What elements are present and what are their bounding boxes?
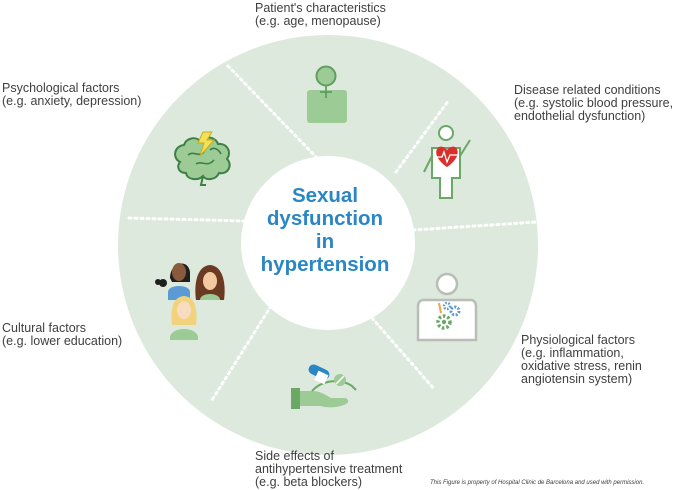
factor-title: Physiological factors — [521, 333, 635, 347]
ring-dividers — [125, 64, 539, 402]
center-title-line: in — [315, 230, 335, 253]
factor-example: oxidative stress, renin — [521, 359, 642, 373]
person-icon — [307, 65, 347, 123]
factor-title: Psychological factors — [2, 81, 120, 95]
factor-example: (e.g. systolic blood pressure, — [514, 96, 674, 110]
factor-example: (e.g. age, menopause) — [255, 14, 381, 28]
factor-example: (e.g. beta blockers) — [255, 475, 362, 489]
factor-example: endothelial dysfunction) — [514, 109, 646, 123]
pills-hand-icon — [291, 364, 357, 409]
factor-example: (e.g. lower education) — [2, 334, 123, 348]
label-cultural-factors: Cultural factors (e.g. lower education) — [2, 322, 122, 348]
label-physiological-factors: Physiological factors (e.g. inflammation… — [521, 334, 642, 386]
factor-title: Cultural factors — [2, 321, 87, 335]
factor-title: Disease related conditions — [514, 83, 661, 97]
center-title-line: hypertension — [260, 253, 390, 276]
label-patient-characteristics: Patient's characteristics (e.g. age, men… — [255, 2, 386, 28]
gears-body-icon — [416, 272, 478, 342]
center-title-line: Sexual — [291, 184, 359, 207]
heart-person-icon — [423, 125, 471, 199]
center-circle — [241, 156, 415, 330]
center-title-line: dysfunction — [266, 207, 384, 230]
center-title: Sexual dysfunction in hypertension — [240, 184, 410, 276]
factor-title: Side effects of — [255, 449, 334, 463]
label-psychological-factors: Psychological factors (e.g. anxiety, dep… — [2, 82, 141, 108]
factor-title: antihypertensive treatment — [255, 462, 403, 476]
label-side-effects: Side effects of antihypertensive treatme… — [255, 450, 402, 489]
label-disease-conditions: Disease related conditions (e.g. systoli… — [514, 84, 673, 123]
copyright-note: This Figure is property of Hospital Clin… — [430, 480, 645, 486]
brain-lightning-icon — [174, 131, 231, 186]
factor-example: (e.g. inflammation, — [521, 346, 624, 360]
women-group-icon — [155, 263, 225, 340]
factor-example: (e.g. anxiety, depression) — [2, 94, 142, 108]
factor-example: angiotensin system) — [521, 372, 633, 386]
factor-title: Patient's characteristics — [255, 1, 386, 15]
